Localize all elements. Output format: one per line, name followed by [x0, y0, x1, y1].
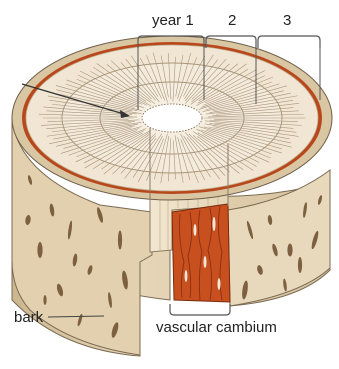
label-vascular-cambium: vascular cambium — [156, 319, 277, 336]
label-year-2: 2 — [228, 12, 236, 29]
bark-mark — [298, 257, 302, 273]
bark-mark — [118, 231, 122, 250]
pith — [142, 104, 202, 132]
cambium-bracket — [170, 304, 230, 315]
vascular-cambium-strip — [172, 204, 230, 302]
label-year-1: year 1 — [152, 12, 194, 29]
bracket-year-3 — [258, 36, 320, 48]
label-bark: bark — [14, 309, 44, 326]
label-year-3: 3 — [283, 12, 291, 29]
bark-mark — [37, 242, 42, 258]
bark-mark — [287, 244, 292, 257]
bark-mark — [43, 295, 46, 305]
